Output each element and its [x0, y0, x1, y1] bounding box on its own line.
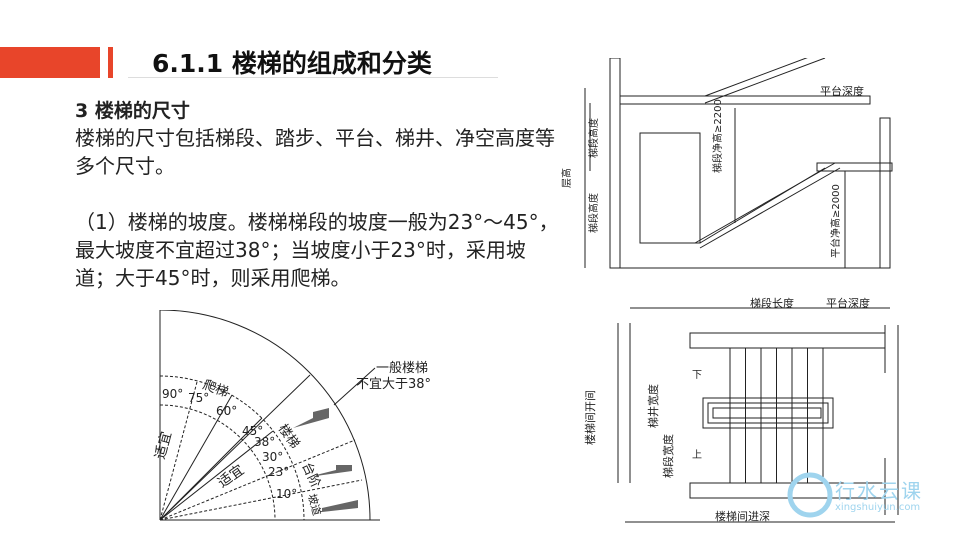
watermark-name: 行水云课: [835, 479, 923, 503]
dim-label: 层高: [560, 168, 573, 188]
angle-label: 30°: [262, 450, 283, 464]
ramp-label: 坡道: [305, 492, 324, 517]
plan-diagram: 梯段长度 平台深度 楼梯间开间 梯井宽度 梯段宽度 楼梯间进深 下 上: [583, 296, 899, 523]
paragraph: 楼梯的尺寸包括梯段、踏步、平台、梯井、净空高度等多个尺寸。: [75, 126, 555, 178]
dim-label: 梯段高度: [587, 193, 600, 233]
suitable-label: 适宜: [152, 430, 175, 461]
dim-label: 梯段净高≥2200: [711, 99, 724, 173]
title-accent-bar: [0, 47, 100, 78]
direction-label: 下: [692, 370, 702, 381]
body-text: 楼梯的尺寸包括梯段、踏步、平台、梯井、净空高度等多个尺寸。 （1）楼梯的坡度。楼…: [75, 124, 560, 292]
step-label: 台阶: [298, 460, 323, 490]
direction-label: 上: [692, 449, 702, 461]
section-diagram: 平台深度 层高 梯段高度 梯段高度 梯段净高≥2200 平台净高≥2000: [560, 58, 893, 269]
watermark: 行水云课 xingshuiyun.com: [785, 470, 921, 524]
watermark-url: xingshuiyun.com: [835, 502, 921, 513]
angle-label: 75°: [188, 391, 209, 405]
slope-diagram: 90° 75° 60° 45° 38° 30° 23° 10° 爬梯 楼梯 台阶…: [152, 310, 430, 521]
watermark-logo-icon: [787, 472, 833, 518]
slide-title: 6.1.1 楼梯的组成和分类: [152, 49, 432, 78]
dim-label: 梯段高度: [587, 118, 600, 158]
title-underline: [128, 77, 498, 78]
section-heading: 3 楼梯的尺寸: [75, 100, 190, 122]
note-label: 一般楼梯: [376, 360, 428, 376]
angle-label: 10°: [276, 487, 297, 501]
note-label: 不宜大于38°: [356, 377, 430, 392]
dim-label: 梯段宽度: [661, 434, 675, 478]
angle-label: 38°: [254, 435, 275, 449]
dim-label: 楼梯间开间: [583, 390, 597, 445]
suitable-label: 适宜: [215, 462, 247, 491]
dim-label: 梯井宽度: [646, 384, 660, 428]
dim-label: 楼梯间进深: [715, 509, 770, 523]
title-divider: [108, 47, 113, 78]
angle-label: 45°: [242, 424, 263, 438]
angle-label: 23°: [268, 465, 289, 479]
paragraph: （1）楼梯的坡度。楼梯梯段的坡度一般为23°～45°，最大坡度不宜超过38°；当…: [75, 210, 559, 290]
angle-label: 60°: [216, 404, 237, 418]
angle-label: 90°: [162, 387, 183, 401]
dim-label: 梯段长度: [750, 296, 794, 310]
dim-label: 平台深度: [820, 84, 864, 98]
dim-label: 平台净高≥2000: [829, 184, 842, 258]
dim-label: 平台深度: [826, 296, 870, 310]
